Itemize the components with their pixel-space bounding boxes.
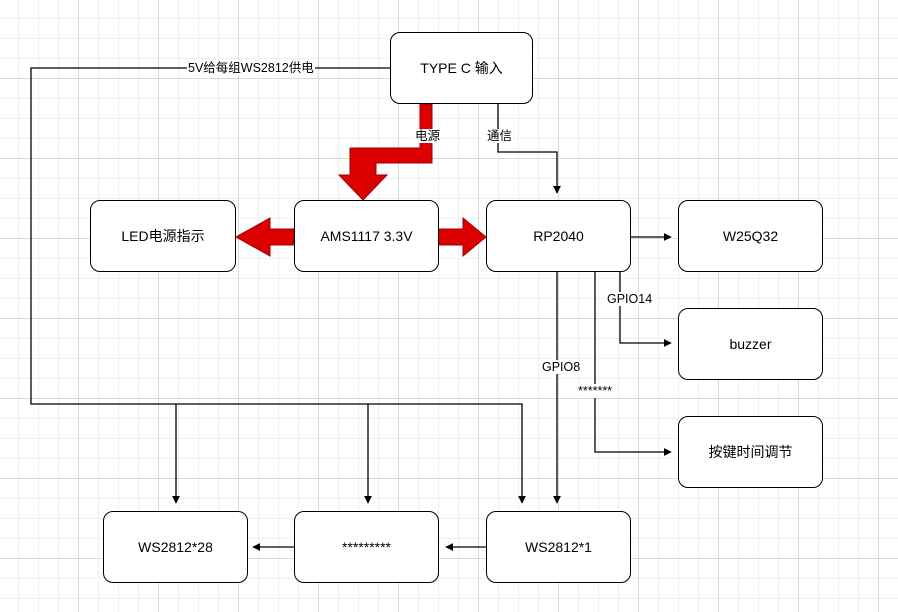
ams1117-box: AMS1117 3.3V [294, 200, 439, 272]
buzzer-label: buzzer [729, 336, 772, 352]
ws2812-1-label: WS2812*1 [525, 539, 592, 555]
buzzer-box: buzzer [678, 308, 823, 380]
type-c-input-label: TYPE C 输入 [420, 60, 503, 76]
power-arrow-down [337, 103, 433, 201]
button-box: 按键时间调节 [678, 416, 823, 488]
power-arrow-left [234, 217, 295, 257]
type-c-input-box: TYPE C 输入 [390, 32, 533, 104]
button-line [594, 271, 672, 456]
rp2040-label: RP2040 [533, 228, 584, 244]
ws2812-28-label: WS2812*28 [138, 539, 213, 555]
ams1117-label: AMS1117 3.3V [320, 228, 413, 244]
w25q32-box: W25Q32 [678, 200, 823, 272]
supply-edge-label: 5V给每组WS2812供电 [187, 61, 315, 75]
gpio14-edge-label: GPIO14 [606, 292, 654, 306]
supply-line [30, 67, 526, 504]
comm-line [497, 104, 561, 194]
led-indicator-label: LED电源指示 [121, 228, 205, 244]
gpio14-line [619, 271, 672, 347]
rp2040-box: RP2040 [486, 200, 631, 272]
led-indicator-box: LED电源指示 [90, 200, 236, 272]
power-edge-label: 电源 [414, 129, 442, 143]
gpio8-edge-label: GPIO8 [541, 360, 582, 374]
stars-edge-label: ******* [577, 384, 614, 398]
power-arrow-right [437, 216, 487, 258]
ws2812-mid-label: ********* [341, 539, 392, 555]
ws2812-mid-box: ********* [294, 511, 439, 583]
button-label: 按键时间调节 [708, 444, 793, 460]
comm-edge-label: 通信 [486, 129, 514, 143]
ws2812-28-box: WS2812*28 [103, 511, 248, 583]
w25q32-label: W25Q32 [722, 228, 779, 244]
ws2812-1-box: WS2812*1 [486, 511, 631, 583]
